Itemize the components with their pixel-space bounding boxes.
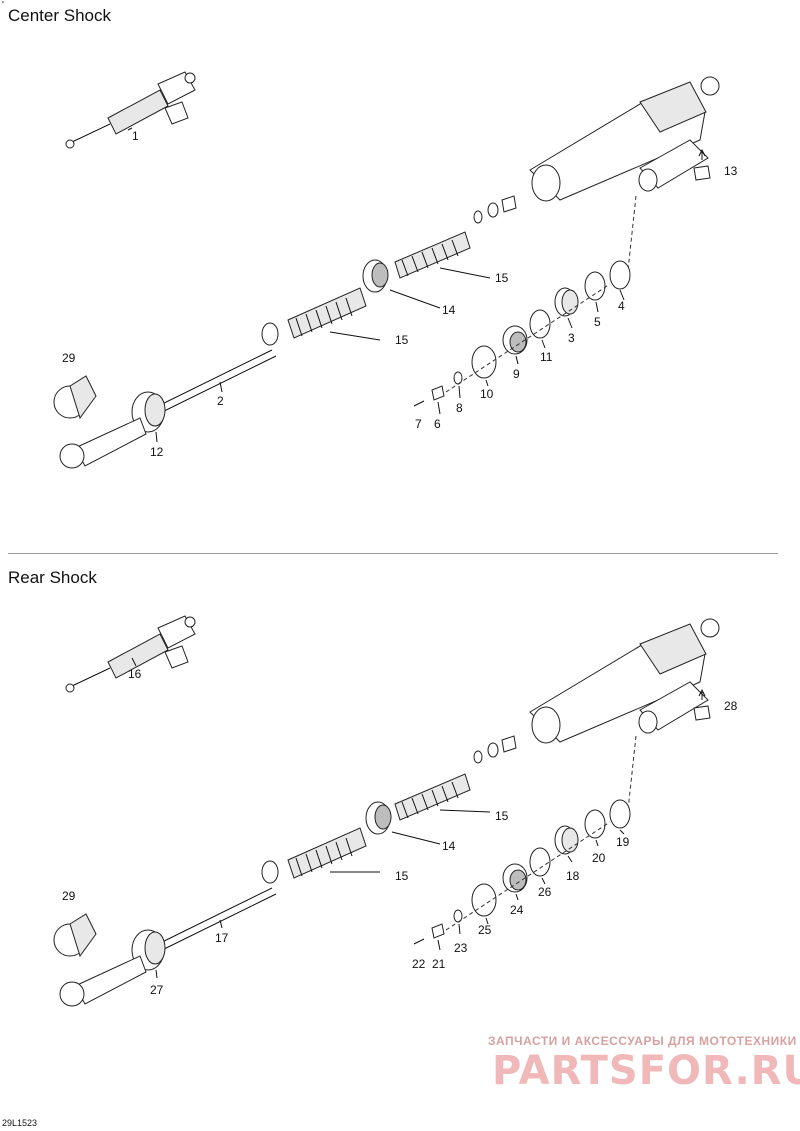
callout-circlip: 25 xyxy=(478,923,492,937)
part-piston[interactable] xyxy=(365,801,392,835)
callout-rod: 17 xyxy=(215,931,229,945)
part-circlip[interactable] xyxy=(471,345,497,379)
part-shock-reservoir[interactable] xyxy=(529,76,720,202)
part-spring-upper[interactable] xyxy=(394,773,491,821)
section-title-rear-shock: Rear Shock xyxy=(8,568,97,587)
callout-bladder: 19 xyxy=(616,835,630,849)
callout-piston-ring: 18 xyxy=(566,869,580,883)
callout-valve: 28 xyxy=(724,699,738,713)
callout-o-ring: 5 xyxy=(594,315,601,329)
callout-rod: 2 xyxy=(217,394,224,408)
section-title-center-shock: Center Shock xyxy=(8,6,111,25)
part-spring-lower[interactable] xyxy=(287,827,380,879)
part-piston-ring[interactable] xyxy=(554,825,579,855)
corner-mark: ' xyxy=(2,0,4,11)
callout-bearing: 12 xyxy=(150,445,164,459)
callout-o-ring: 20 xyxy=(592,851,606,865)
part-o-ring[interactable] xyxy=(584,271,606,301)
part-bumper[interactable] xyxy=(53,375,97,420)
part-bladder[interactable] xyxy=(609,260,631,290)
callout-spring-upper: 15 xyxy=(495,271,509,285)
callout-spring-lower: 15 xyxy=(395,333,409,347)
callout-disc: 26 xyxy=(538,885,552,899)
callout-pin: 22 xyxy=(412,957,426,971)
watermark-tagline: ЗАПЧАСТИ И АКСЕССУАРЫ ДЛЯ МОТОТЕХНИКИ xyxy=(488,1034,797,1048)
part-spring-seat[interactable] xyxy=(261,860,279,884)
part-disc[interactable] xyxy=(529,847,551,877)
callout-washer: 23 xyxy=(454,941,468,955)
callout-washer: 8 xyxy=(456,401,463,415)
callout-body-assembly: 1 xyxy=(132,129,139,143)
callout-piston: 14 xyxy=(442,839,456,853)
callout-body-assembly: 16 xyxy=(128,667,142,681)
callout-bladder: 4 xyxy=(618,299,625,313)
part-shock-reservoir[interactable] xyxy=(529,618,720,744)
part-spring-lower[interactable] xyxy=(287,287,381,341)
part-pin[interactable] xyxy=(413,400,425,407)
callout-nut: 6 xyxy=(434,417,441,431)
callout-piston: 14 xyxy=(442,303,456,317)
exploded-diagram-rear-shock: 16 28 15 14 15 17 xyxy=(53,615,738,1007)
callout-disc: 11 xyxy=(540,350,553,364)
callout-valve: 13 xyxy=(724,164,738,178)
callout-spring-upper: 15 xyxy=(495,809,509,823)
callout-piston-ring: 3 xyxy=(568,331,575,345)
callout-bumper: 29 xyxy=(62,351,76,365)
callout-nut: 21 xyxy=(432,957,446,971)
callout-bumper: 29 xyxy=(62,889,76,903)
callout-cap: 9 xyxy=(513,367,520,381)
callout-cap: 24 xyxy=(510,903,524,917)
watermark-logo: PARTSFOR.RU xyxy=(492,1048,800,1094)
part-valve-13[interactable] xyxy=(693,148,711,181)
part-cap[interactable] xyxy=(502,325,528,355)
part-rod[interactable] xyxy=(149,349,277,417)
figure-code: 29L1523 xyxy=(2,1118,38,1128)
part-nut-washers-upper[interactable] xyxy=(473,195,517,224)
part-nut-washers-upper[interactable] xyxy=(473,735,517,764)
part-bearing[interactable] xyxy=(59,391,166,469)
part-spring-seat[interactable] xyxy=(261,322,279,346)
part-o-ring[interactable] xyxy=(584,809,606,839)
part-piston[interactable] xyxy=(362,259,389,293)
part-bumper[interactable] xyxy=(53,913,97,958)
exploded-diagram-center-shock: 1 13 15 14 15 xyxy=(53,71,738,469)
part-nut[interactable] xyxy=(431,385,445,401)
part-rod[interactable] xyxy=(149,887,277,955)
part-nut[interactable] xyxy=(431,923,445,939)
callout-pin: 7 xyxy=(415,417,422,431)
part-disc[interactable] xyxy=(529,309,551,339)
part-piston-ring[interactable] xyxy=(554,287,579,317)
part-pin[interactable] xyxy=(413,938,425,945)
callout-spring-lower: 15 xyxy=(395,869,409,883)
part-cap[interactable] xyxy=(502,863,528,893)
part-bearing[interactable] xyxy=(59,929,166,1007)
section-divider xyxy=(8,553,778,554)
part-spring-upper[interactable] xyxy=(394,231,491,279)
part-shock-body-small[interactable] xyxy=(65,71,196,149)
part-circlip[interactable] xyxy=(471,883,497,917)
part-valve-28[interactable] xyxy=(693,688,711,721)
callout-bearing: 27 xyxy=(150,983,164,997)
part-bladder[interactable] xyxy=(609,799,631,829)
part-shock-body-small[interactable] xyxy=(65,615,196,693)
callout-circlip: 10 xyxy=(480,387,494,401)
